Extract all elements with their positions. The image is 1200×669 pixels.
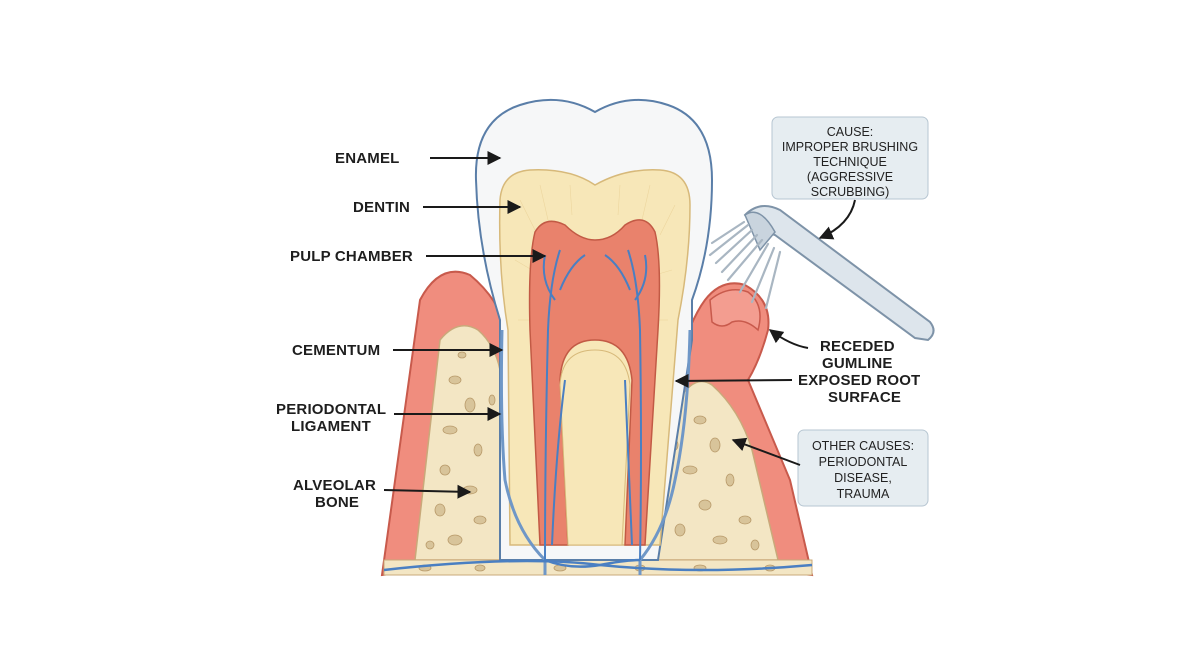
arrow-receded-gumline <box>768 329 809 349</box>
other-causes-line-2: PERIODONTAL <box>819 455 908 469</box>
label-enamel: ENAMEL <box>335 150 400 167</box>
vessel-base <box>383 559 813 572</box>
toothbrush <box>708 205 935 342</box>
cause-line-5: SCRUBBING) <box>811 185 889 199</box>
other-causes-line-1: OTHER CAUSES: <box>812 439 914 453</box>
label-receded-1: RECEDED <box>820 338 895 355</box>
dentin-core <box>559 349 631 546</box>
arrow-alveolar <box>383 484 472 499</box>
periodontal-ligament <box>499 329 547 575</box>
label-alveolar-2: BONE <box>315 494 359 511</box>
other-causes-callout: OTHER CAUSES: PERIODONTAL DISEASE, TRAUM… <box>797 429 929 507</box>
pulp-chamber <box>528 219 661 546</box>
arrow-exposed-root <box>674 373 793 388</box>
receded-gum-bump <box>709 289 761 332</box>
label-alveolar-1: ALVEOLAR <box>293 477 376 494</box>
label-receded-2: GUMLINE <box>822 355 893 372</box>
label-dentin: DENTIN <box>353 199 410 216</box>
dentin-texture <box>514 184 676 321</box>
label-receded-3: EXPOSED ROOT <box>798 372 920 389</box>
cause-arrow <box>818 199 856 240</box>
label-cementum: CEMENTUM <box>292 342 380 359</box>
cause-line-2: IMPROPER BRUSHING <box>782 140 918 154</box>
alveolar-bone-left <box>414 325 513 561</box>
label-receded-4: SURFACE <box>828 389 901 406</box>
other-causes-line-3: DISEASE, <box>834 471 892 485</box>
cause-line-4: (AGGRESSIVE <box>807 170 893 184</box>
label-pulp-chamber: PULP CHAMBER <box>290 248 413 265</box>
cause-line-3: TECHNIQUE <box>813 155 887 169</box>
cause-callout: CAUSE: IMPROPER BRUSHING TECHNIQUE (AGGR… <box>771 116 929 200</box>
other-causes-line-4: TRAUMA <box>837 487 890 501</box>
other-causes-arrow <box>731 437 801 466</box>
cause-line-1: CAUSE: <box>827 125 874 139</box>
label-periodontal-2: LIGAMENT <box>291 418 371 435</box>
label-periodontal-1: PERIODONTAL <box>276 401 386 418</box>
nerve-vessels <box>542 249 648 568</box>
bone-base <box>383 559 813 576</box>
